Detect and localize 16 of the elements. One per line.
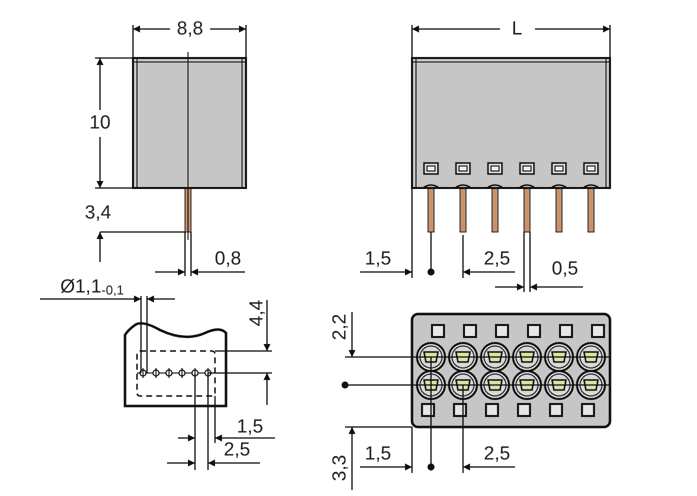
dimension-label: 1,5 [236, 418, 264, 436]
dimension-label: 2,5 [224, 440, 250, 460]
dimension-label: Ø1,1$_{-0,1}$ [60, 278, 124, 296]
dimension-label: 0,8 [214, 250, 242, 268]
dimension-label: 3,3 [330, 454, 350, 482]
dimension-label: 0,5 [552, 260, 578, 278]
dimension-label: L [512, 20, 522, 38]
dimension-label: 3,4 [84, 204, 112, 222]
dimension-label: 2,5 [484, 444, 510, 464]
dimension-label: 4,4 [248, 300, 266, 326]
dimension-label: 2,2 [330, 314, 350, 340]
dimension-label: 1,5 [364, 444, 392, 464]
dimension-label: 8,8 [176, 20, 204, 38]
dimension-label: 10 [89, 114, 111, 132]
dimension-label: 1,5 [364, 250, 392, 268]
dimension-label: 2,5 [484, 250, 510, 268]
